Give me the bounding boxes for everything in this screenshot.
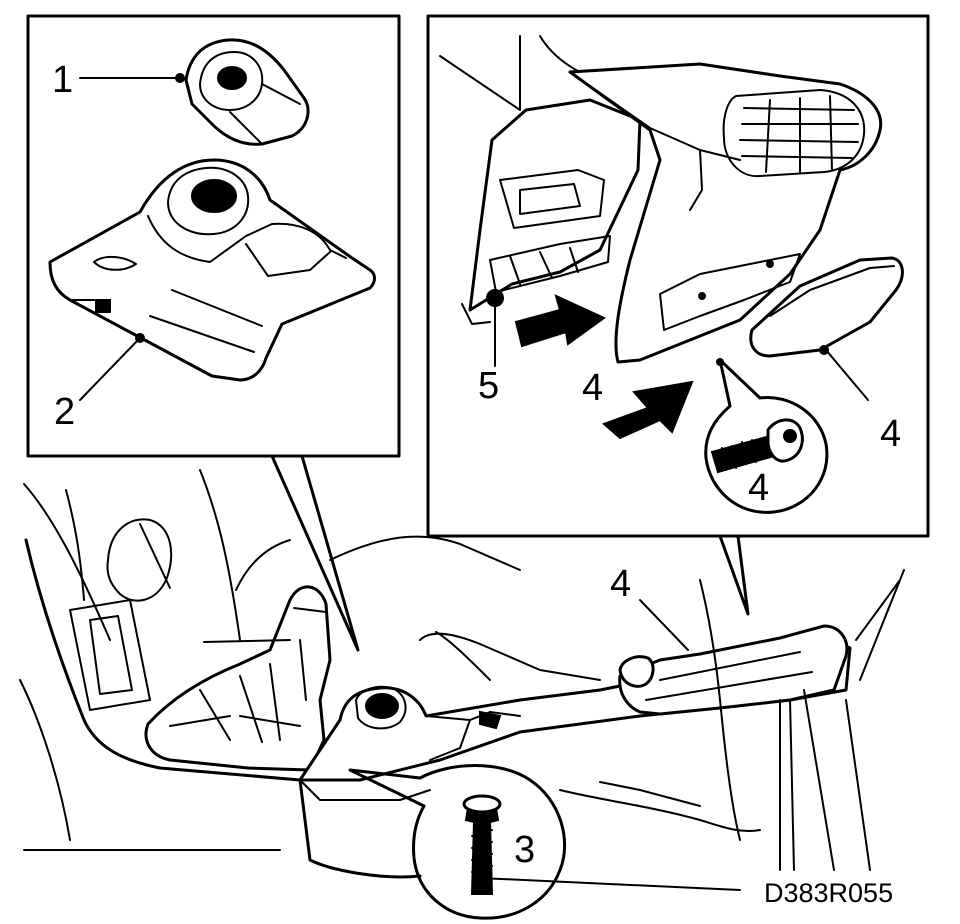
callout-1: 1 bbox=[52, 59, 73, 101]
arrow-up bbox=[602, 380, 694, 440]
callout-5: 5 bbox=[478, 365, 499, 407]
callout-4-right: 4 bbox=[880, 413, 901, 455]
callout-3: 3 bbox=[514, 829, 535, 871]
figure-code: D383R055 bbox=[764, 878, 893, 908]
callout-2: 2 bbox=[54, 391, 75, 433]
callout-4-screw: 4 bbox=[748, 467, 769, 509]
gear-lever-boot bbox=[144, 585, 332, 772]
callout-4-left: 4 bbox=[582, 367, 603, 409]
part-2-surround bbox=[48, 158, 376, 382]
callout-4-bottom: 4 bbox=[610, 563, 631, 605]
armrest-console bbox=[568, 62, 883, 364]
inset-pointers bbox=[270, 454, 750, 652]
rear-armrest bbox=[618, 569, 905, 871]
arrow-left bbox=[514, 294, 606, 348]
part-1-cap bbox=[184, 38, 310, 146]
main-console-view: 3 4 bbox=[19, 469, 905, 920]
inset-panel-right: 5 4 4 4 bbox=[426, 14, 930, 538]
inset-panel-left: 1 2 bbox=[26, 14, 401, 458]
screw-3-detail-circle bbox=[348, 764, 567, 920]
removed-cover bbox=[749, 256, 904, 358]
